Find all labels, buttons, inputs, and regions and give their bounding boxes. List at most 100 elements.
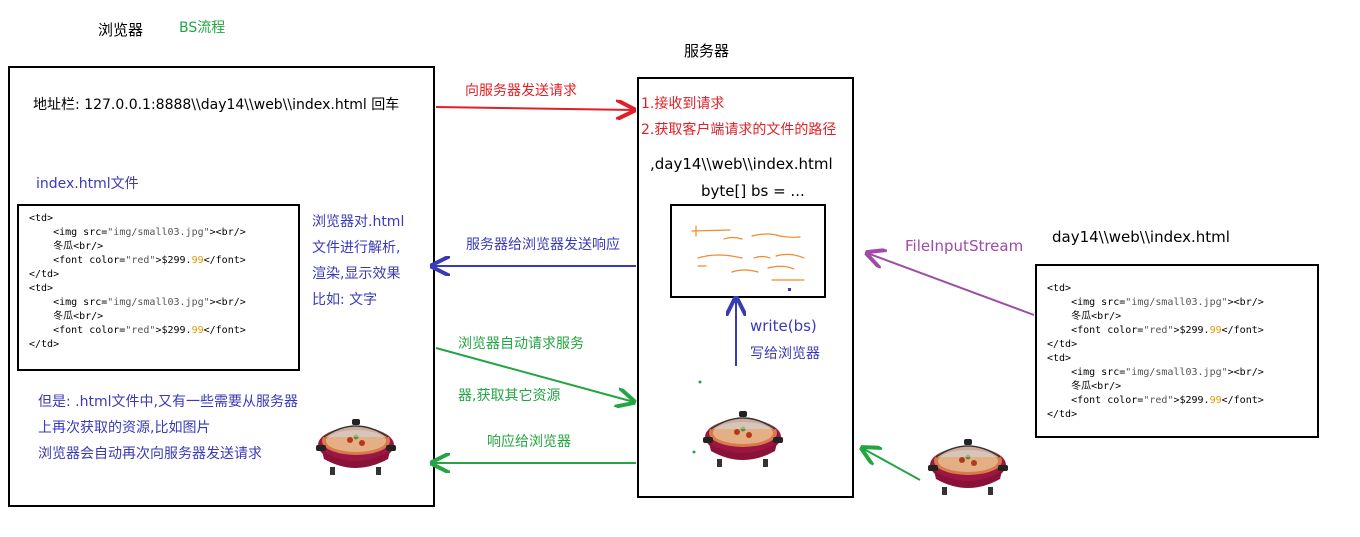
pan-image-disk (927, 438, 1009, 496)
respond-to-browser-label: 响应给浏览器 (487, 434, 571, 450)
code-token: 99 (191, 325, 204, 336)
server-title: 服务器 (684, 42, 730, 60)
parse-note-line: 渲染,显示效果 (312, 266, 401, 282)
code-line: 冬瓜<br/> (1047, 310, 1307, 324)
code-token: <td> (29, 283, 54, 294)
file-input-stream-label: FileInputStream (905, 237, 1024, 255)
file-stream-arrow (867, 253, 1035, 316)
byte-data-scribbles (691, 225, 805, 291)
server-path: ,day14\\web\\index.html (650, 155, 833, 173)
code-line: 冬瓜<br/> (29, 310, 288, 324)
code-token: </td> (1047, 409, 1078, 420)
code-line: </td> (29, 268, 288, 282)
code-line: <td> (1047, 282, 1307, 296)
resource-note-line: 但是: .html文件中,又有一些需要从服务器 (38, 394, 298, 410)
code-token: 冬瓜<br/> (1047, 381, 1122, 392)
write-note: 写给浏览器 (750, 346, 820, 362)
code-token: >$299. (1173, 325, 1210, 336)
code-token: >$299. (1173, 395, 1210, 406)
code-token: </td> (29, 269, 60, 280)
code-token: <td> (29, 213, 54, 224)
code-token: "img/small03.jpg" (107, 227, 210, 238)
code-line: </td> (1047, 338, 1307, 352)
response-arrow-label: 服务器给浏览器发送响应 (466, 237, 620, 253)
code-token: ><br/> (209, 297, 246, 308)
code-token: "red" (1143, 325, 1174, 336)
code-line: 冬瓜<br/> (29, 240, 288, 254)
code-line: <td> (1047, 352, 1307, 366)
code-token: 冬瓜<br/> (29, 241, 104, 252)
code-line: </td> (29, 338, 288, 352)
resource-note-line: 上再次获取的资源,比如图片 (38, 420, 211, 436)
server-step-1: 1.接收到请求 (641, 96, 725, 112)
code-token: "red" (1143, 395, 1174, 406)
code-line: <font color="red">$299.99</font> (1047, 394, 1307, 408)
code-token: 99 (1209, 395, 1222, 406)
auto-request-label-2: 器,获取其它资源 (458, 388, 561, 404)
image-read-arrow (862, 448, 921, 481)
code-token: ><br/> (209, 227, 246, 238)
resource-notes: 但是: .html文件中,又有一些需要从服务器 上再次获取的资源,比如图片 浏览… (38, 389, 298, 467)
code-token: "red" (125, 325, 156, 336)
code-token: </font> (203, 325, 246, 336)
parse-note-line: 文件进行解析, (312, 240, 401, 256)
parse-notes: 浏览器对.html 文件进行解析, 渲染,显示效果 比如: 文字 (312, 209, 404, 313)
parse-note-line: 比如: 文字 (312, 292, 378, 308)
code-token: <td> (1047, 353, 1072, 364)
server-step-2: 2.获取客户端请求的文件的路径 (641, 122, 837, 138)
code-line: <img src="img/small03.jpg"><br/> (1047, 296, 1307, 310)
code-line: <font color="red">$299.99</font> (29, 324, 288, 338)
code-token: </font> (1221, 325, 1264, 336)
code-line: <td> (29, 212, 288, 226)
code-token: 冬瓜<br/> (1047, 311, 1122, 322)
code-token: "img/small03.jpg" (107, 297, 210, 308)
code-token: "red" (125, 255, 156, 266)
code-token: </td> (29, 339, 60, 350)
code-token: <td> (1047, 283, 1072, 294)
byte-buffer-box (670, 204, 826, 298)
address-bar: 地址栏: 127.0.0.1:8888\\day14\\web\\index.h… (33, 97, 400, 113)
code-token: </td> (1047, 339, 1078, 350)
resource-note-line: 浏览器会自动再次向服务器发送请求 (38, 446, 262, 462)
code-line: <img src="img/small03.jpg"><br/> (29, 226, 288, 240)
server-bytes: byte[] bs = ... (701, 182, 805, 200)
bs-flow-label: BS流程 (179, 20, 226, 36)
code-token: 99 (1209, 325, 1222, 336)
code-token: >$299. (155, 255, 192, 266)
code-line: <font color="red">$299.99</font> (1047, 324, 1307, 338)
code-token: ><br/> (1227, 297, 1264, 308)
code-line: <img src="img/small03.jpg"><br/> (29, 296, 288, 310)
auto-request-label-1: 浏览器自动请求服务 (458, 336, 584, 352)
auto-request-arrow (435, 347, 634, 402)
code-token: "img/small03.jpg" (1125, 297, 1228, 308)
code-token: </font> (203, 255, 246, 266)
browser-title: 浏览器 (98, 21, 144, 39)
disk-code-box: <td> <img src="img/small03.jpg"><br/> 冬瓜… (1035, 264, 1319, 438)
code-token: <font color= (29, 255, 126, 266)
code-token: <font color= (1047, 325, 1144, 336)
code-token: </font> (1221, 395, 1264, 406)
code-token: <img src= (1047, 367, 1126, 378)
code-token: 冬瓜<br/> (29, 311, 104, 322)
code-token: <font color= (1047, 395, 1144, 406)
code-token: <img src= (29, 227, 108, 238)
index-file-label: index.html文件 (36, 176, 139, 192)
code-line: </td> (1047, 408, 1307, 422)
write-label: write(bs) (750, 317, 817, 335)
request-arrow (435, 107, 634, 110)
parse-note-line: 浏览器对.html (312, 214, 405, 230)
code-token: ><br/> (1227, 367, 1264, 378)
code-token: <img src= (1047, 297, 1126, 308)
code-token: <img src= (29, 297, 108, 308)
code-line: <td> (29, 282, 288, 296)
code-token: 99 (191, 255, 204, 266)
code-token: <font color= (29, 325, 126, 336)
browser-code-box: <td> <img src="img/small03.jpg"><br/> 冬瓜… (17, 204, 300, 371)
code-token: "img/small03.jpg" (1125, 367, 1228, 378)
code-line: <img src="img/small03.jpg"><br/> (1047, 366, 1307, 380)
disk-path: day14\\web\\index.html (1052, 228, 1230, 246)
request-arrow-label: 向服务器发送请求 (465, 83, 577, 99)
code-token: >$299. (155, 325, 192, 336)
pan-image-browser (316, 419, 396, 475)
